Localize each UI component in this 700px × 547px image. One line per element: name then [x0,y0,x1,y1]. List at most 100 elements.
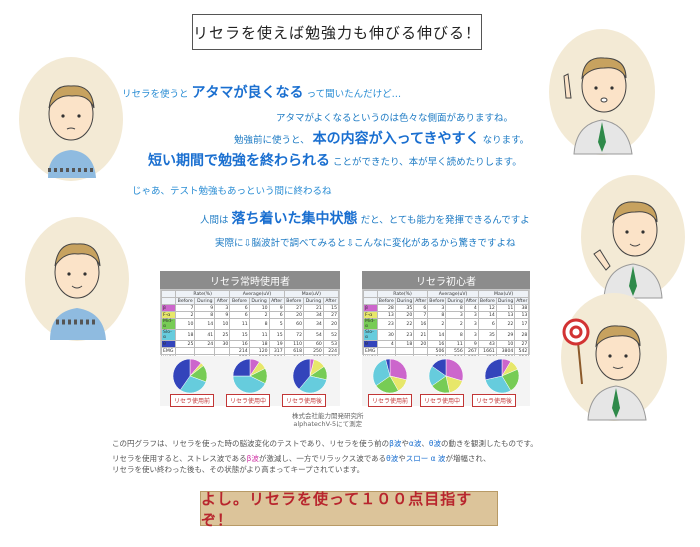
table-cell: 21 [413,329,429,341]
pie-slice [389,358,408,381]
table-cell: 34 [303,311,324,319]
pie-slice [385,358,391,377]
table-cell: 7 [174,304,196,312]
band-label: θ [363,340,378,348]
dialogue-line-1: リセラを使うと アタマが良くなる って聞いたんだけど… [122,85,402,101]
table-cell: 14 [427,329,447,341]
dialogue-line-2: アタマがよくなるというのは色々な側面がありますね。 [276,113,514,124]
pie-label-during: リセラ使用中 [226,394,271,407]
table-cell: 3 [463,318,479,330]
band-label: EMG [161,347,176,355]
band-label: β [363,304,378,312]
table-cell: 4 [463,304,479,312]
pie-charts [372,358,520,394]
dialogue-line-5: じゃあ、テスト勉強もあっという間に終わるね [132,186,332,197]
table-cell: 9 [214,311,231,319]
table-cell: 30 [214,340,231,348]
table-cell: 29 [495,329,516,341]
dialogue-line-7: 実際に⇩脳波計で調べてみると⇩こんなに変化があるから驚きですよね [215,238,516,249]
table-cell: 34 [303,318,324,330]
table-cell: 30 [376,329,396,341]
table-cell: 317 [268,347,285,355]
table-cell [214,347,231,355]
table-cell: 22 [495,318,516,330]
table-cell: 110 [283,340,305,348]
table-cell: 25 [174,340,196,348]
table-cell: 27 [322,311,340,319]
table-cell: 11 [248,329,270,341]
emphasis-text: 落ち着いた集中状態 [231,211,358,227]
table-cell: 6 [477,318,497,330]
table-cell: 10 [214,318,231,330]
table-cell: 3 [427,304,447,312]
table-cell: 10 [174,318,196,330]
table-cell: 27 [283,304,305,312]
table-cell: 72 [283,329,305,341]
table-cell: 28 [514,329,530,341]
table-cell: 20 [283,311,305,319]
call-to-action-banner: よし。リセラを使って１００点目指すぞ！ [200,490,498,529]
dialogue-line-4: 短い期間で勉強を終わられる ことができたり、本が早く読めたりします。 [148,153,522,169]
table-cell: 11 [445,340,465,348]
table-cell: 35 [477,329,497,341]
table-cell [394,347,415,355]
band-label: F-α [161,311,176,319]
pie-slice [445,358,464,382]
man-pointing-up-illustration [549,29,655,155]
table-cell: 38 [514,304,530,312]
pie-label-during: リセラ使用中 [420,394,465,407]
pie-label-before: リセラ使用前 [368,394,413,407]
table-cell: 214 [229,347,250,355]
table-cell: 43 [477,340,497,348]
table-cell: 60 [283,318,305,330]
pie-charts [172,358,328,394]
table-cell: 2 [427,318,447,330]
table-cell: 25 [214,329,231,341]
table-cell: 267 [463,347,479,355]
table-cell: 19 [268,340,285,348]
band-label: Mid-α [363,318,378,330]
table-cell: 12 [477,304,497,312]
table-cell: 13 [514,311,530,319]
table-cell: 4 [376,340,396,348]
table-cell: 2 [174,311,196,319]
table-cell: 3 [463,311,479,319]
table-cell: 2 [445,318,465,330]
table-cell: 3 [214,304,231,312]
table-cell: 11 [495,304,516,312]
table-cell: 60 [303,340,324,348]
table-cell: 53 [322,340,340,348]
table-cell: 6 [268,311,285,319]
emphasis-text: アタマが良くなる [191,85,304,101]
table-cell: 1661 [477,347,497,355]
table-cell: 9 [268,304,285,312]
table-cell: 250 [303,347,324,355]
table-cell [174,347,196,355]
pie-slice [484,358,503,381]
pie-label-after: リセラ使用後 [472,394,517,407]
table-cell: 14 [477,311,497,319]
table-cell: 54 [303,329,324,341]
dialogue-line-3: 勉強前に使うと、 本の内容が入ってきやすく なります。 [234,131,530,147]
table-cell: 41 [194,329,216,341]
table-cell: 18 [248,340,270,348]
table-cell: 27 [514,340,530,348]
dialogue-line-6: 人間は 落ち着いた集中状態 だと、とても能力を発揮できるんですよ [200,211,530,227]
pie-slice [172,358,191,391]
table-cell: 542 [514,347,530,355]
pie-slice [232,358,251,377]
table-cell: 15 [322,304,340,312]
table-cell: 8 [445,304,465,312]
table-cell: 18 [174,329,196,341]
table-cell: 22 [394,318,415,330]
table-cell: 9 [194,304,216,312]
table-cell: 8 [427,311,447,319]
table-cell: 120 [248,347,270,355]
